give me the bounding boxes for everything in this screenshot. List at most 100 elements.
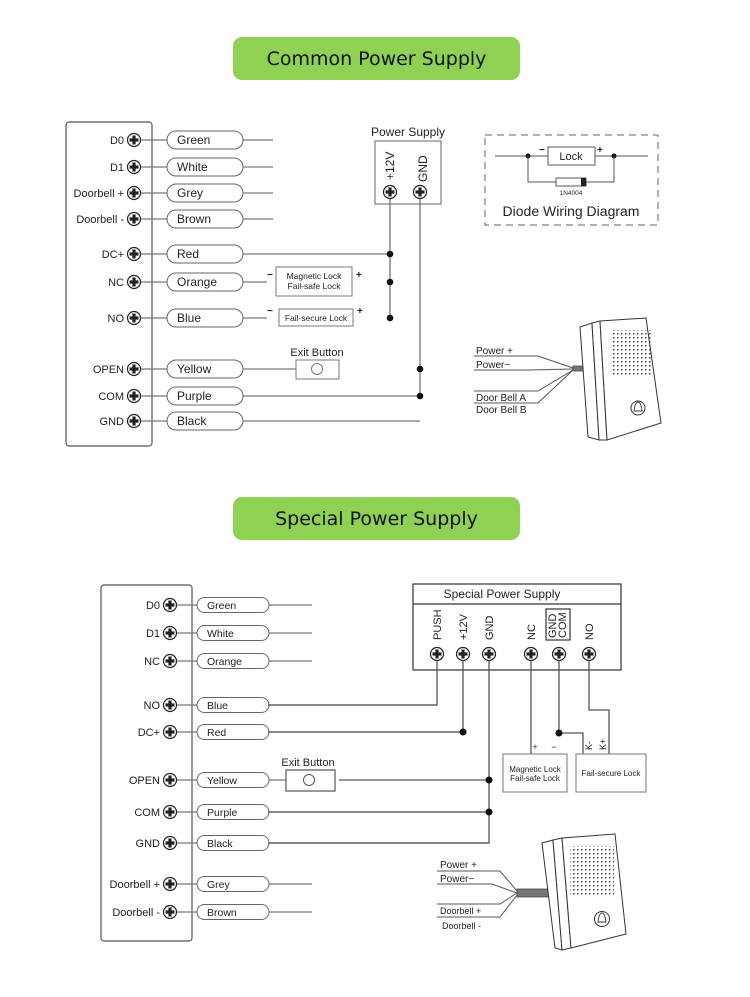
screw-terminal-icon xyxy=(162,876,178,892)
wire-color-label: White xyxy=(207,628,234,640)
screw-terminal-icon xyxy=(126,132,142,148)
terminal-row: Doorbell -Brown xyxy=(76,209,273,229)
magnetic-lock-box xyxy=(275,266,353,297)
doorbell-wire-label: Power− xyxy=(440,874,474,885)
ps-gnd-label: GND xyxy=(416,155,430,182)
wire-color-label: Yellow xyxy=(207,775,237,787)
doorbell-wire-label: Doorbell - xyxy=(442,921,481,931)
plus-sign: + xyxy=(356,270,362,281)
sps-terminal-label: COM xyxy=(557,612,569,638)
sps-terminal-label: +12V xyxy=(458,613,470,640)
diode-diagram-box xyxy=(484,134,659,226)
wire-color-label: Green xyxy=(207,600,236,612)
plus-sign: + xyxy=(357,306,363,317)
terminal-row: Doorbell + Grey xyxy=(74,183,273,203)
diode-diagram-title: Diode Wiring Diagram xyxy=(503,203,640,219)
sps-terminal-label: GND xyxy=(484,616,496,641)
minus-sign: − xyxy=(551,742,556,752)
plus-sign: + xyxy=(597,145,603,156)
wire-color-label: Brown xyxy=(207,907,237,919)
wire-color-label: Grey xyxy=(177,186,203,200)
wire-color-label: Red xyxy=(177,247,199,261)
terminal-label: GND xyxy=(136,838,161,850)
wire-color-label: Black xyxy=(207,838,233,850)
special-section-title: Special Power Supply xyxy=(275,507,478,530)
fail-secure-lock-box xyxy=(278,308,354,327)
sps-terminal-label: PUSH xyxy=(432,609,444,640)
diode-lock-label: Lock xyxy=(559,151,583,163)
k-minus-label: K- xyxy=(584,741,594,750)
wire-color-label: Black xyxy=(177,414,207,428)
wire-color-label: Red xyxy=(207,727,226,739)
terminal-label: NC xyxy=(144,656,160,668)
doorbell-wire-label: Power + xyxy=(440,860,477,871)
terminal-row: D0 Green xyxy=(146,597,312,613)
terminal-label: COM xyxy=(98,391,124,403)
terminal-label: Doorbell - xyxy=(112,907,160,919)
k-plus-label: K+ xyxy=(598,739,608,750)
terminal-label: DC+ xyxy=(138,727,160,739)
magnetic-lock-label: Magnetic Lock xyxy=(287,271,343,281)
magnetic-lock-box xyxy=(502,753,568,793)
screw-terminal-icon xyxy=(162,597,178,613)
fail-secure-lock-box xyxy=(575,753,647,793)
exit-button-label: Exit Button xyxy=(290,347,343,359)
magnetic-lock-label: Magnetic Lock xyxy=(509,765,562,774)
minus-sign: − xyxy=(267,270,273,281)
terminal-label: OPEN xyxy=(93,364,124,376)
controller-box xyxy=(100,584,193,942)
doorbell-icon xyxy=(572,317,662,441)
terminal-label: D1 xyxy=(110,162,124,174)
screw-terminal-icon xyxy=(126,361,142,377)
ps-12v-label: +12V xyxy=(383,152,397,180)
doorbell-wire-label: Power− xyxy=(476,360,510,371)
wire-color-label: Brown xyxy=(177,212,211,226)
screw-terminal-icon xyxy=(126,185,142,201)
screw-terminal-icon xyxy=(162,772,178,788)
terminal-label: DC+ xyxy=(102,249,124,261)
wire-color-label: Orange xyxy=(177,275,217,289)
terminal-label: NO xyxy=(108,313,125,325)
wire-color-label: Yellow xyxy=(177,362,212,376)
special-power-supply-label: Special Power Supply xyxy=(444,587,561,601)
screw-terminal-icon xyxy=(126,388,142,404)
wire-color-label: Purple xyxy=(177,389,212,403)
screw-terminal-icon xyxy=(162,697,178,713)
sps-terminal-label: GND xyxy=(547,614,559,639)
plus-sign: + xyxy=(532,742,537,752)
screw-terminal-icon xyxy=(162,835,178,851)
screw-icon xyxy=(382,184,398,200)
terminal-row: COM Purple xyxy=(98,386,420,406)
wire-color-label: Grey xyxy=(207,879,231,891)
wire-color-label: Blue xyxy=(177,311,201,325)
terminal-label: NO xyxy=(144,700,161,712)
terminal-row: DC+ Red xyxy=(102,244,390,264)
fail-safe-lock-label: Fail-safe Lock xyxy=(510,774,561,783)
terminal-label: Doorbell + xyxy=(110,879,160,891)
doorbell-icon xyxy=(516,833,627,951)
screw-icon xyxy=(412,184,428,200)
power-supply-label: Power Supply xyxy=(371,125,445,139)
doorbell-wire-label: Door Bell B xyxy=(476,405,527,416)
terminal-label: COM xyxy=(134,807,160,819)
screw-terminal-icon xyxy=(126,246,142,262)
screw-terminal-icon xyxy=(523,646,539,662)
common-power-supply-banner: Common Power Supply xyxy=(233,37,520,80)
terminal-label: Doorbell + xyxy=(74,188,124,200)
doorbell-wire-label: Doorbell + xyxy=(440,906,481,916)
doorbell-wire-label: Power + xyxy=(476,346,513,357)
minus-sign: − xyxy=(267,306,273,317)
terminal-label: D0 xyxy=(146,600,160,612)
screw-terminal-icon xyxy=(126,274,142,290)
fail-secure-lock-label: Fail-secure Lock xyxy=(285,313,348,323)
sps-terminal-label: NC xyxy=(526,624,538,640)
